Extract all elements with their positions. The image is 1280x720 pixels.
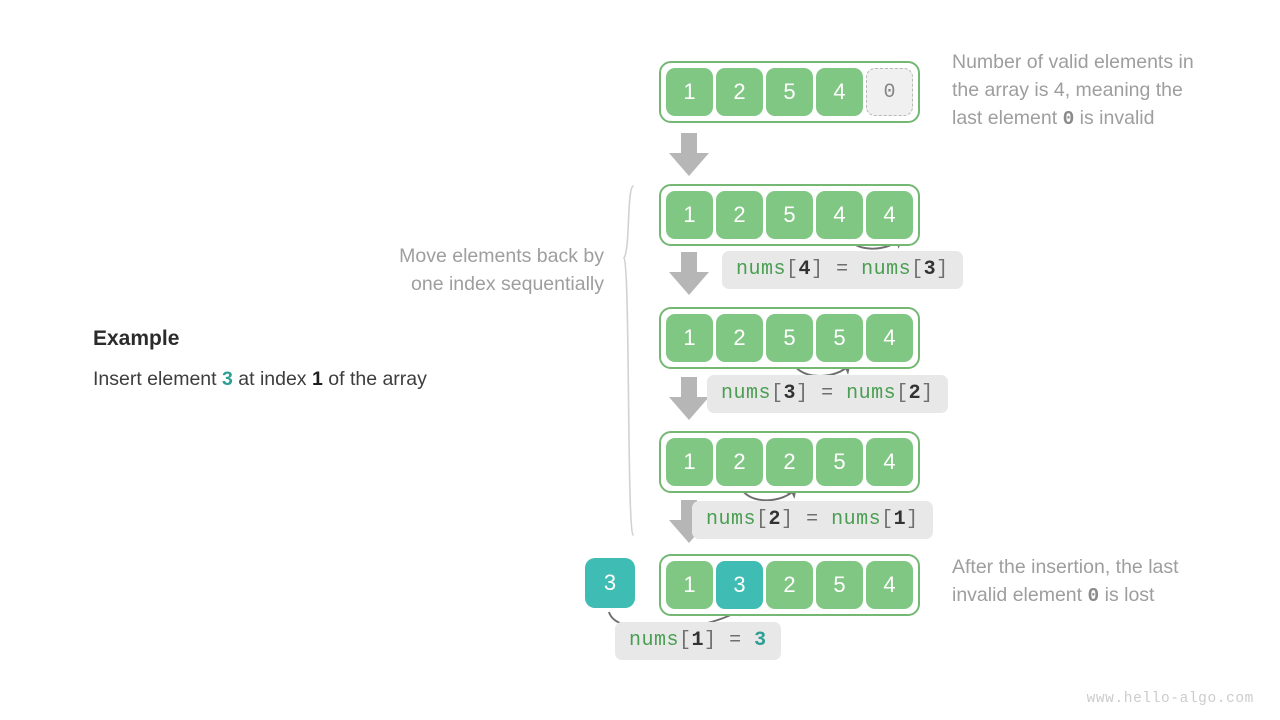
note-top-line2: the array is 4, meaning the bbox=[952, 79, 1183, 101]
code-index-rhs: 3 bbox=[923, 258, 937, 281]
note-bottom: After the insertion, the last invalid ele… bbox=[952, 553, 1262, 610]
example-desc-suffix: of the array bbox=[322, 368, 427, 390]
array-cell: 5 bbox=[816, 561, 863, 609]
code-literal-rhs: 3 bbox=[754, 629, 767, 652]
code-bracket-open-rhs: [ bbox=[911, 258, 924, 281]
array-cell: 4 bbox=[866, 438, 913, 486]
code-bracket-close: ] bbox=[796, 382, 809, 405]
code-bracket-close: ] bbox=[704, 629, 717, 652]
example-desc-middle: at index bbox=[232, 368, 312, 390]
code-identifier: nums bbox=[629, 629, 680, 652]
note-brace-label: Move elements back by one index sequenti… bbox=[399, 245, 604, 295]
code-bracket-close: ] bbox=[781, 508, 794, 531]
code-equals: = bbox=[716, 629, 755, 652]
code-label-step-2: nums[3] = nums[2] bbox=[707, 375, 948, 413]
array-cell: 1 bbox=[666, 561, 713, 609]
example-desc-index: 1 bbox=[311, 368, 323, 390]
code-label-step-3: nums[2] = nums[1] bbox=[692, 501, 933, 539]
array-cell: 5 bbox=[816, 438, 863, 486]
code-bracket-open-rhs: [ bbox=[896, 382, 909, 405]
code-identifier: nums bbox=[721, 382, 772, 405]
array-cell: 5 bbox=[766, 314, 813, 362]
array-cell: 2 bbox=[716, 191, 763, 239]
code-equals: = bbox=[823, 258, 862, 281]
watermark: www.hello-algo.com bbox=[1086, 691, 1254, 707]
note-top-line1: Number of valid elements in bbox=[952, 51, 1194, 73]
note-top: Number of valid elements in the array is … bbox=[952, 48, 1262, 133]
array-cell: 4 bbox=[816, 191, 863, 239]
code-identifier: nums bbox=[736, 258, 787, 281]
down-arrow-2 bbox=[668, 252, 710, 301]
code-identifier-rhs: nums bbox=[861, 258, 912, 281]
note-top-line3b: is invalid bbox=[1074, 107, 1155, 129]
note-top-zero: 0 bbox=[1062, 108, 1075, 130]
code-bracket-close-rhs: ] bbox=[921, 382, 934, 405]
code-bracket-close-rhs: ] bbox=[906, 508, 919, 531]
array-cell: 5 bbox=[816, 314, 863, 362]
note-top-line3a: last element bbox=[952, 107, 1063, 129]
down-arrow-4 bbox=[668, 500, 710, 549]
note-bottom-line1: After the insertion, the last bbox=[952, 556, 1179, 578]
example-desc-prefix: Insert element bbox=[93, 368, 222, 390]
code-index-rhs: 2 bbox=[908, 382, 922, 405]
code-index-rhs: 1 bbox=[893, 508, 907, 531]
code-bracket-open: [ bbox=[786, 258, 799, 281]
array-cell: 5 bbox=[766, 68, 813, 116]
code-identifier-rhs: nums bbox=[831, 508, 882, 531]
down-arrow-3 bbox=[668, 377, 710, 426]
array-cell: 4 bbox=[866, 314, 913, 362]
array-cell: 4 bbox=[866, 191, 913, 239]
brace bbox=[623, 185, 634, 536]
code-index: 4 bbox=[798, 258, 812, 281]
array-cell: 5 bbox=[766, 191, 813, 239]
code-bracket-open: [ bbox=[771, 382, 784, 405]
example-description: Insert element 3 at index 1 of the array bbox=[93, 368, 427, 391]
code-identifier-rhs: nums bbox=[846, 382, 897, 405]
array-cell: 4 bbox=[866, 561, 913, 609]
insert-value-cell: 3 bbox=[585, 558, 635, 608]
code-label-step-1: nums[4] = nums[3] bbox=[722, 251, 963, 289]
code-bracket-open-rhs: [ bbox=[881, 508, 894, 531]
array-cell: 2 bbox=[716, 438, 763, 486]
array-cell: 2 bbox=[716, 314, 763, 362]
example-title: Example bbox=[93, 327, 180, 350]
code-bracket-close: ] bbox=[811, 258, 824, 281]
code-index: 3 bbox=[783, 382, 797, 405]
note-bottom-line2b: is lost bbox=[1099, 584, 1155, 606]
array-cell: 0 bbox=[866, 68, 913, 116]
code-index: 1 bbox=[691, 629, 705, 652]
example-desc-value: 3 bbox=[221, 368, 233, 390]
array-cell: 1 bbox=[666, 438, 713, 486]
down-arrow-1 bbox=[668, 133, 710, 182]
array-cell: 2 bbox=[766, 438, 813, 486]
array-cell: 2 bbox=[766, 561, 813, 609]
array-cell: 4 bbox=[816, 68, 863, 116]
array-cell: 3 bbox=[716, 561, 763, 609]
code-bracket-open: [ bbox=[679, 629, 692, 652]
note-bottom-line2a: invalid element bbox=[952, 584, 1088, 606]
code-equals: = bbox=[808, 382, 847, 405]
array-cell: 1 bbox=[666, 314, 713, 362]
array-cell: 1 bbox=[666, 191, 713, 239]
note-bottom-zero: 0 bbox=[1087, 585, 1100, 607]
code-bracket-open: [ bbox=[756, 508, 769, 531]
code-bracket-close-rhs: ] bbox=[936, 258, 949, 281]
array-cell: 1 bbox=[666, 68, 713, 116]
code-identifier: nums bbox=[706, 508, 757, 531]
code-index: 2 bbox=[768, 508, 782, 531]
array-cell: 2 bbox=[716, 68, 763, 116]
code-label-final: nums[1] = 3 bbox=[615, 622, 781, 660]
code-equals: = bbox=[793, 508, 832, 531]
